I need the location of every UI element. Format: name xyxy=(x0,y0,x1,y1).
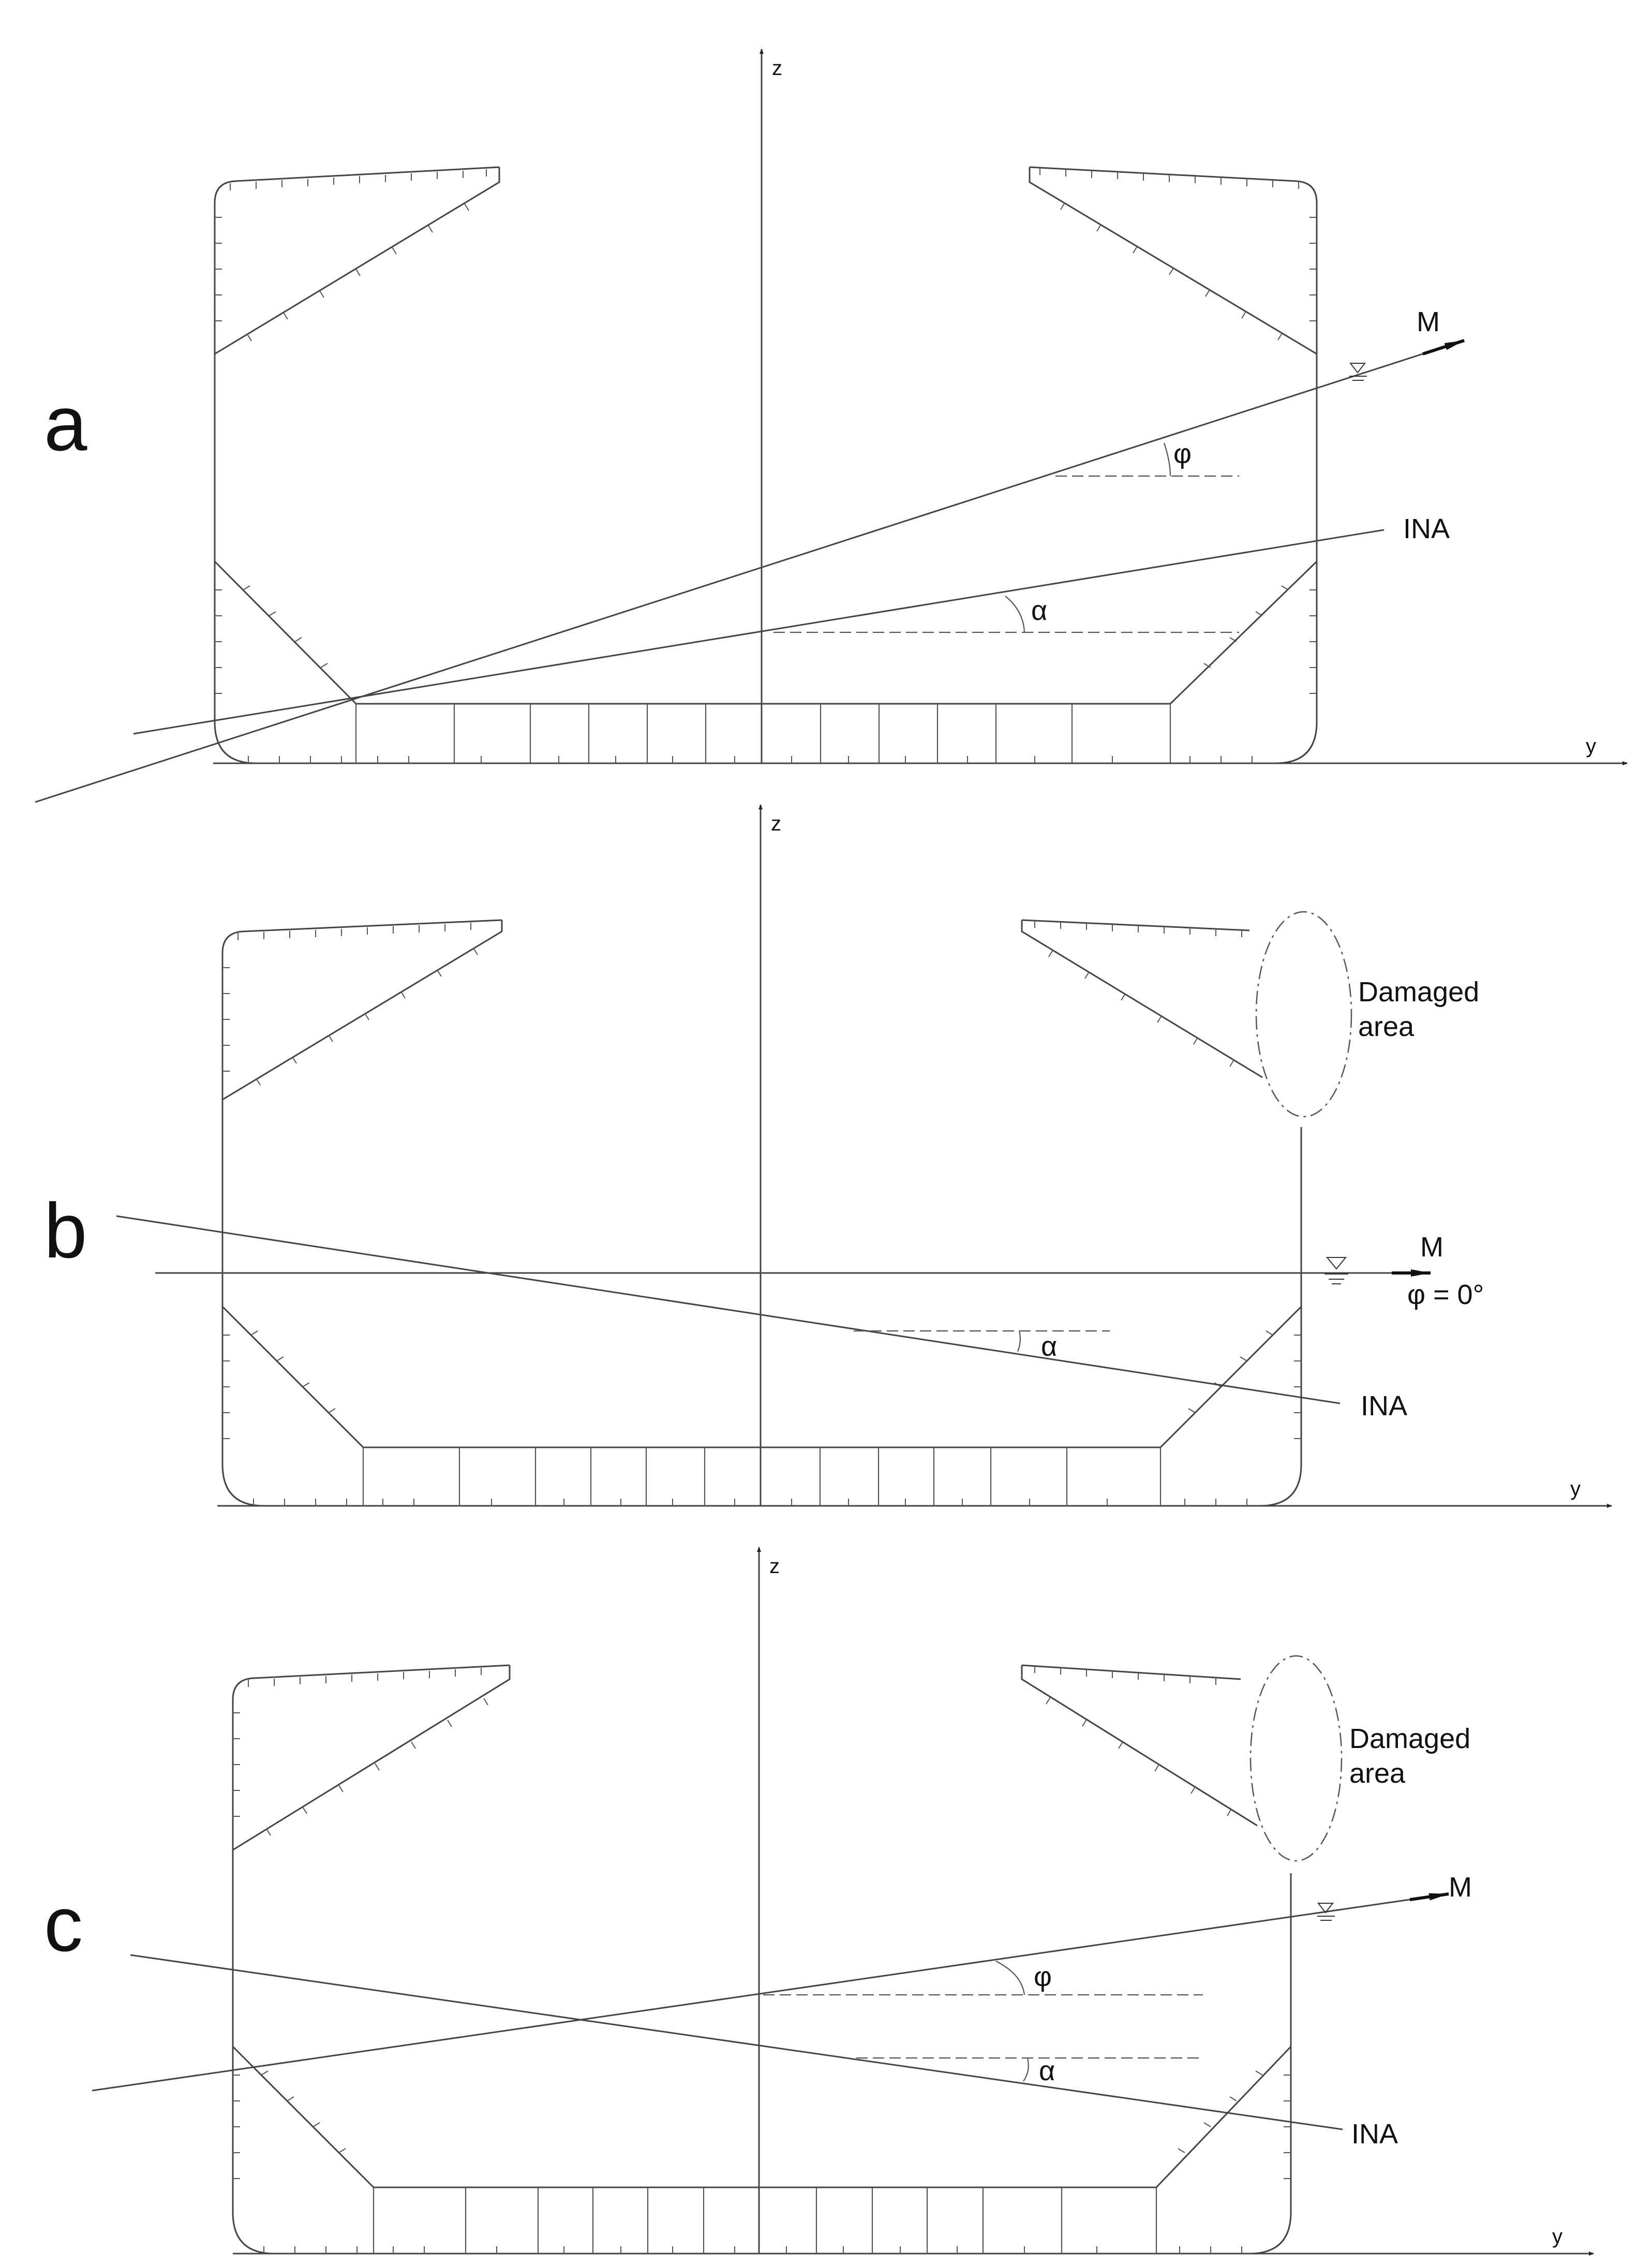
damaged-area-label-line2: area xyxy=(1358,1011,1415,1042)
port-hopper xyxy=(214,560,357,705)
neutral-axis-label: INA xyxy=(1361,1390,1407,1421)
port-hopper xyxy=(232,2046,375,2188)
damaged-area-label-line1: Damaged xyxy=(1349,1723,1470,1754)
neutral-axis-label: INA xyxy=(1351,2119,1398,2150)
y-axis-label: y xyxy=(1586,735,1596,758)
damaged-area-label-line1: Damaged xyxy=(1358,976,1479,1008)
stiffeners xyxy=(215,168,1317,763)
starboard-hopper xyxy=(1155,2046,1292,2188)
port-topside-tank xyxy=(222,920,503,1101)
phi-angle-arc xyxy=(1163,442,1171,477)
phi-label: φ xyxy=(1173,438,1192,469)
alpha-label: α xyxy=(1031,595,1047,626)
starboard-topside-tank xyxy=(1021,920,1263,1078)
z-axis-label: z xyxy=(771,812,781,835)
stiffeners xyxy=(233,1666,1291,2254)
panel-c: c z y xyxy=(44,1547,1594,2256)
moment-label: M xyxy=(1420,1232,1443,1263)
neutral-axis-line xyxy=(130,1954,1343,2130)
moment-label: M xyxy=(1417,306,1440,337)
waterline-symbol xyxy=(1324,1257,1348,1284)
double-bottom xyxy=(355,703,1171,763)
waterline-symbol xyxy=(1349,363,1367,381)
neutral-axis-line xyxy=(133,529,1385,735)
starboard-deck-remains xyxy=(1021,1664,1241,1680)
port-hopper xyxy=(221,1306,364,1448)
moment-axis-line xyxy=(35,339,1465,803)
panel-a: a z y xyxy=(35,49,1628,803)
y-axis-label: y xyxy=(1552,2225,1562,2248)
waterline-symbol xyxy=(1317,1903,1335,1921)
z-axis-label: z xyxy=(769,1555,780,1578)
moment-label: M xyxy=(1449,1872,1472,1903)
panel-letter: a xyxy=(44,380,87,467)
panel-letter: b xyxy=(44,1187,87,1274)
z-axis-label: z xyxy=(772,57,782,80)
starboard-deck-remains xyxy=(1021,919,1250,931)
double-bottom xyxy=(362,1446,1162,1506)
phi-angle-arc xyxy=(995,1961,1025,1995)
alpha-label: α xyxy=(1039,2055,1055,2086)
damaged-area-label-line2: area xyxy=(1349,1758,1406,1789)
neutral-axis-line xyxy=(116,1215,1341,1404)
y-axis-label: y xyxy=(1570,1477,1581,1500)
alpha-angle-arc xyxy=(1023,2057,1029,2082)
hull-outline-damaged xyxy=(232,1664,1292,2255)
moment-angle-note: φ = 0° xyxy=(1407,1279,1484,1310)
port-topside-tank xyxy=(214,167,500,355)
neutral-axis-label: INA xyxy=(1403,513,1450,544)
moment-arrow xyxy=(1422,339,1465,356)
port-topside-tank xyxy=(232,1665,511,1851)
hull-outline-damaged xyxy=(221,919,1302,1507)
starboard-topside-tank xyxy=(1029,167,1317,355)
starboard-hopper xyxy=(1169,560,1318,705)
moment-axis-line xyxy=(92,1893,1449,2092)
panel-letter: c xyxy=(44,1880,83,1967)
hull-outline xyxy=(214,166,1318,764)
alpha-label: α xyxy=(1041,1331,1057,1362)
phi-label: φ xyxy=(1034,1961,1052,1992)
panel-b: b z y xyxy=(44,804,1612,1508)
damaged-area-outline xyxy=(1249,1655,1343,1862)
moment-arrow xyxy=(1409,1892,1449,1901)
alpha-angle-arc xyxy=(1005,596,1025,633)
starboard-hopper xyxy=(1159,1306,1302,1448)
alpha-angle-arc xyxy=(1017,1330,1021,1352)
starboard-topside-tank xyxy=(1021,1665,1258,1827)
stiffeners xyxy=(222,921,1301,1506)
damaged-area-outline xyxy=(1255,911,1352,1118)
double-bottom xyxy=(373,2186,1157,2254)
